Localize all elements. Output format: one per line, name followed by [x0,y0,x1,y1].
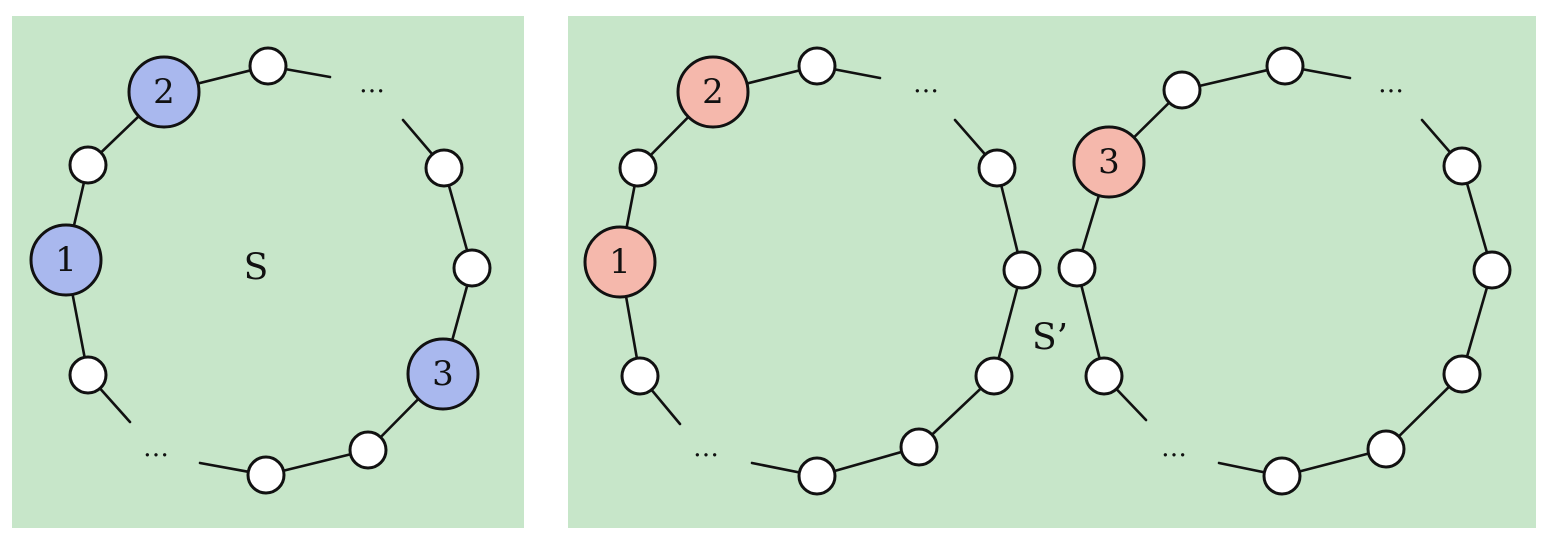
left-plain-nodes [68,46,492,495]
node [68,145,108,185]
node [1084,356,1124,396]
node [1265,46,1305,86]
left-panel: 1 2 3 S … … [12,16,524,528]
node-label: 3 [1098,142,1120,182]
node [1442,354,1482,394]
node [68,355,108,395]
node [1442,146,1482,186]
node [1162,70,1202,110]
node [974,356,1014,396]
node [1366,429,1406,469]
node [620,356,660,396]
left-labeled-node-1: 1 [29,223,103,297]
set-label: S [244,248,269,289]
node [246,455,286,495]
right-loop-a-plain-nodes [618,46,1042,496]
node-label: 2 [702,72,724,112]
ellipsis: … [1161,433,1187,463]
ellipsis: … [913,69,939,99]
ellipsis: … [693,433,719,463]
right-labeled-node-2: 2 [676,55,750,129]
set-label: S’ [1032,318,1068,359]
ellipsis: … [143,433,169,463]
node [618,148,658,188]
left-labeled-node-2: 2 [127,55,201,129]
node [899,427,939,467]
ellipsis: … [1378,69,1404,99]
node [1002,250,1042,290]
node-label: 3 [432,354,454,394]
right-labeled-node-1: 1 [583,225,657,299]
node [977,148,1017,188]
node-label: 1 [55,240,77,280]
node [1472,250,1512,290]
node-label: 2 [153,72,175,112]
ellipsis: … [359,69,385,99]
node [1057,248,1097,288]
node [424,148,464,188]
node [797,456,837,496]
right-labeled-node-3: 3 [1072,125,1146,199]
node [797,46,837,86]
node [348,430,388,470]
node-label: 1 [609,242,631,282]
node [452,248,492,288]
right-panel: 1 2 3 S’ … … … … [568,16,1536,528]
node [1262,456,1302,496]
node [248,46,288,86]
left-labeled-node-3: 3 [406,337,480,411]
right-loop-b-plain-nodes [1057,46,1512,496]
